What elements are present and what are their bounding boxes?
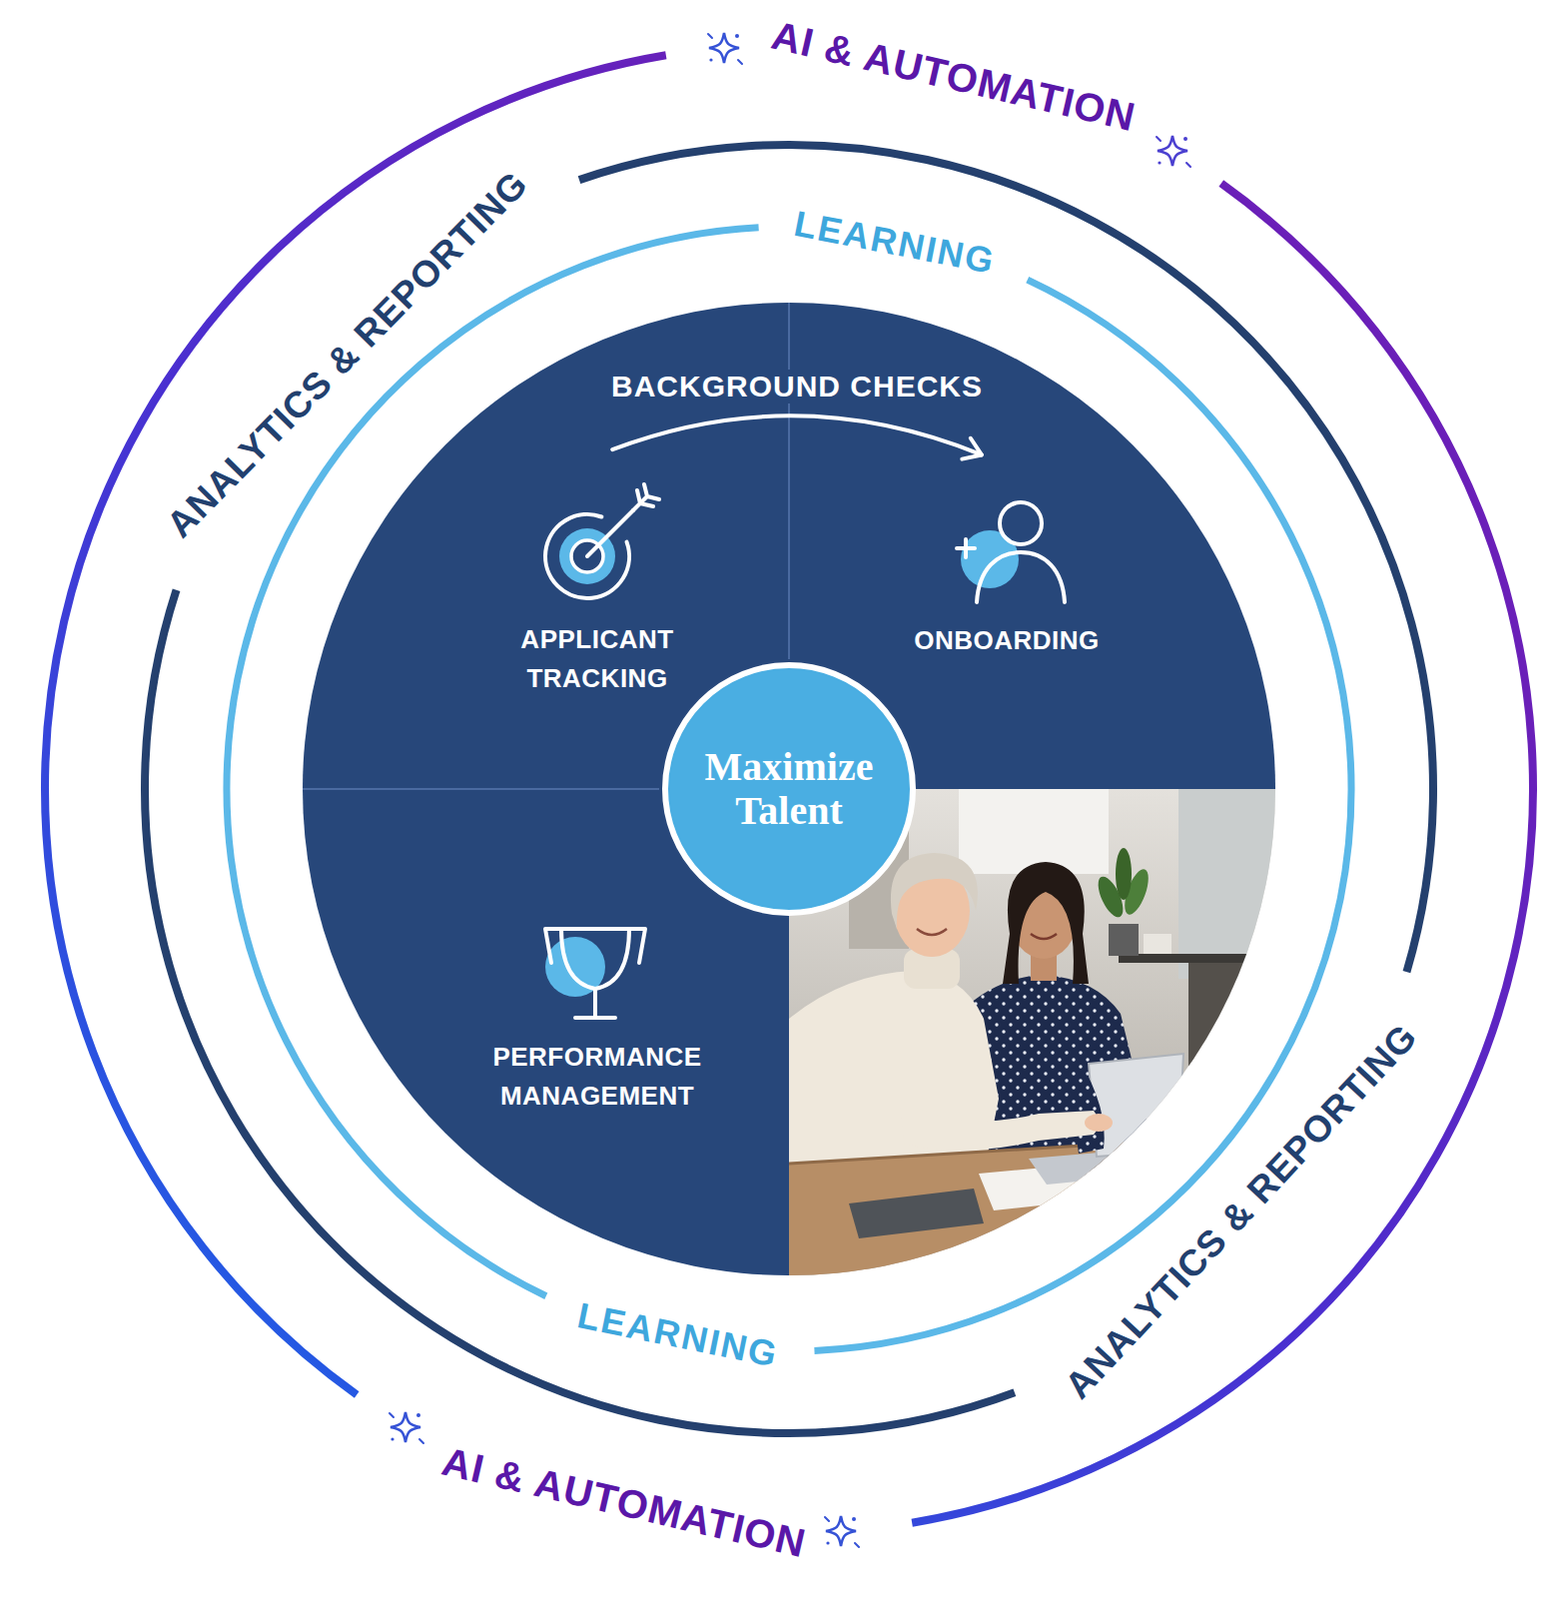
office-photo-part — [1143, 933, 1172, 954]
ring-label: LEARNING — [568, 1293, 788, 1378]
office-photo-part — [916, 928, 947, 935]
sparkle-icon-part — [708, 33, 743, 64]
office-photo-part — [1188, 962, 1279, 1103]
sparkle-icon-part — [825, 1541, 829, 1545]
analytics-ring: ANALYTICS & REPORTINGANALYTICS & REPORTI… — [132, 132, 1446, 1446]
ring-label: AI & AUTOMATION — [432, 1436, 817, 1567]
new-person-icon — [956, 502, 1065, 603]
ring-label: ANALYTICS & REPORTING — [1052, 1010, 1431, 1412]
sparkle-icon-part — [825, 1516, 856, 1547]
text-holder: AI & AUTOMATION — [762, 52, 1146, 99]
center-circle-fill — [665, 665, 913, 913]
arrow-head — [961, 438, 982, 460]
office-photo-part — [1115, 847, 1132, 900]
sparkle-icon-part — [416, 1413, 421, 1418]
sparkle-icon-part — [851, 1517, 856, 1522]
office-photo-part — [1030, 948, 1057, 981]
sparkle-icon-part — [389, 1413, 424, 1444]
text-holder: ANALYTICS & REPORTING — [987, 1190, 1497, 1234]
new-person-icon-part — [956, 539, 975, 558]
sparkle-icon-part — [390, 1437, 394, 1441]
sparkle-icon-part — [709, 32, 740, 63]
office-photo-part — [788, 970, 999, 1239]
maximize-circle: Maximize Talent — [661, 661, 917, 917]
office-photo-part — [1030, 933, 1057, 939]
office-photo-part — [848, 1188, 984, 1239]
office-photo-part — [958, 788, 1109, 874]
sparkle-icon — [708, 32, 743, 64]
stage-label: ONBOARDING — [891, 621, 1122, 661]
office-photo-part — [1118, 953, 1279, 963]
connector-line — [612, 415, 982, 455]
new-person-icon-part — [960, 530, 1019, 589]
sparkle-icon-part — [1183, 136, 1188, 141]
office-photo-part — [1088, 1053, 1184, 1157]
stage-label: PERFORMANCE MANAGEMENT — [472, 1037, 723, 1116]
office-photo-part — [1002, 861, 1089, 984]
sparkle-icon-part — [1156, 136, 1191, 167]
ring-label: LEARNING — [784, 200, 1005, 283]
office-photo-part — [893, 864, 970, 957]
sparkle-icon — [824, 1516, 859, 1548]
office-photo-part — [903, 948, 960, 989]
trophy-icon-part — [575, 988, 616, 1018]
office-photo-part — [1028, 1146, 1189, 1185]
target-icon-part — [633, 484, 660, 511]
office-photo-part — [1093, 872, 1129, 920]
text-holder: PERFORMANCE MANAGEMENT — [472, 1037, 723, 1116]
trophy-icon-part — [545, 928, 646, 963]
connector-arrow — [612, 415, 982, 459]
text-holder: LEARNING — [570, 1314, 786, 1356]
office-photo-part — [788, 1133, 1279, 1164]
target-icon-part — [571, 540, 604, 573]
stage-label: APPLICANT TRACKING — [482, 620, 713, 699]
quadrant-divider-part — [787, 302, 790, 660]
new-person-icon-part — [999, 502, 1042, 545]
sparkle-icon-part — [1157, 160, 1161, 164]
quadrant-divider-part — [302, 787, 660, 790]
target-icon — [545, 484, 660, 599]
new-person-icon-part — [976, 552, 1065, 603]
target-icon-part — [559, 528, 616, 585]
office-photo-part — [978, 1163, 1104, 1211]
trophy-icon-part — [545, 936, 606, 997]
office-photo-part — [1119, 865, 1153, 917]
office-photo-part — [890, 852, 978, 929]
sparkle-icon — [389, 1412, 424, 1444]
office-photo-part — [1009, 874, 1078, 959]
trophy-icon-part — [561, 928, 630, 989]
trophy-icon — [545, 928, 646, 1018]
sparkle-icon-part — [390, 1412, 421, 1443]
office-photo-part — [898, 1098, 1099, 1151]
text-holder: BACKGROUND CHECKS — [603, 369, 991, 405]
sparkle-icon-part — [709, 57, 713, 61]
connector-label: BACKGROUND CHECKS — [603, 369, 991, 405]
text-holder: LEARNING — [786, 221, 1003, 263]
target-icon-part — [587, 510, 634, 557]
office-photo-part — [1058, 1058, 1105, 1154]
automation-ring: AI & AUTOMATION AI & AUTOMATION ANALYTICS … — [32, 32, 1546, 1546]
text-holder: AI & AUTOMATION — [432, 1479, 816, 1526]
text-holder: Maximize Talent — [684, 745, 894, 833]
ring-label: AI & AUTOMATION — [762, 10, 1147, 142]
text-holder: ANALYTICS & REPORTING — [93, 333, 603, 377]
text-holder: APPLICANT TRACKING — [482, 620, 713, 699]
office-photo-part — [1084, 1113, 1113, 1132]
office-photo-part — [1178, 788, 1279, 979]
text-holder: ONBOARDING — [891, 621, 1122, 661]
target-icon-part — [545, 514, 630, 599]
sparkle-icon-part — [824, 1517, 859, 1548]
sparkle-icon-part — [1157, 135, 1188, 166]
office-photo-part — [963, 974, 1149, 1179]
sparkle-icon-part — [735, 33, 740, 38]
sparkle-icon — [1156, 135, 1191, 167]
office-photo-part — [1108, 923, 1139, 956]
center-label: Maximize Talent — [684, 745, 894, 833]
